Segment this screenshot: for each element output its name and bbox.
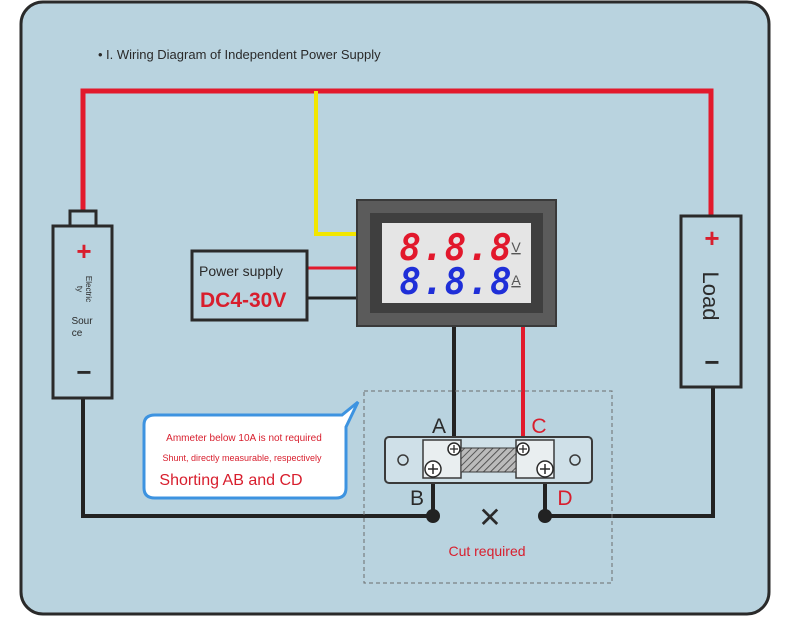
battery-body: [51, 224, 114, 400]
load-label: Load: [698, 272, 723, 321]
shunt-dashed-area: [363, 390, 613, 584]
power-supply-label: Power supply: [199, 263, 283, 279]
shunt-resistive-element: [460, 447, 517, 473]
callout-line-1: Ammeter below 10A is not required: [166, 433, 322, 444]
terminal-a-label: A: [432, 415, 446, 438]
load-negative-wire: [545, 387, 715, 518]
power-supply-box: [190, 249, 309, 322]
junction-dot-left: [426, 509, 440, 523]
callout-line-2: Shunt, directly measurable, respectively: [162, 453, 322, 463]
shunt-mount-hole-left: [397, 454, 409, 466]
terminal-a-screw-slot: [450, 445, 458, 453]
voltage-readout: 8.8.8: [399, 228, 512, 269]
junction-dot-right: [538, 509, 552, 523]
meter-display: [382, 223, 531, 303]
terminal-c-label: C: [531, 415, 546, 438]
load-minus: −: [704, 347, 719, 377]
title-bullet: •: [98, 47, 103, 62]
voltage-unit: V: [511, 239, 521, 255]
current-unit: A: [511, 272, 521, 288]
battery-minus: −: [76, 357, 91, 387]
shunt-mount-hole-right: [569, 454, 581, 466]
source-label-2: ty: [75, 286, 84, 292]
terminal-d-screw-slot: [540, 464, 550, 474]
load-plus: +: [704, 223, 719, 253]
load-body: [679, 214, 743, 389]
callout-bubble: [142, 400, 360, 500]
diagram-title: I. Wiring Diagram of Independent Power S…: [106, 47, 381, 62]
callout-line-3: Shorting AB and CD: [159, 472, 302, 489]
cut-required-label: Cut required: [448, 543, 525, 559]
terminal-d-label: D: [557, 487, 572, 510]
top-positive-wire: [80, 88, 714, 217]
source-negative-wire: [81, 398, 433, 518]
voltage-sense-wire: [314, 91, 357, 236]
current-readout: 8.8.8: [399, 262, 512, 303]
power-supply-range: DC4-30V: [200, 289, 286, 312]
terminal-b-label: B: [410, 487, 424, 510]
battery-plus: +: [76, 236, 91, 266]
terminal-c-screw-slot: [519, 445, 527, 453]
cut-mark-icon: ✕: [478, 502, 501, 533]
source-label-1: Electric: [84, 276, 93, 302]
source-label-4: ce: [72, 328, 83, 339]
source-label-3: Sour: [71, 316, 93, 327]
terminal-b-screw-slot: [428, 464, 438, 474]
